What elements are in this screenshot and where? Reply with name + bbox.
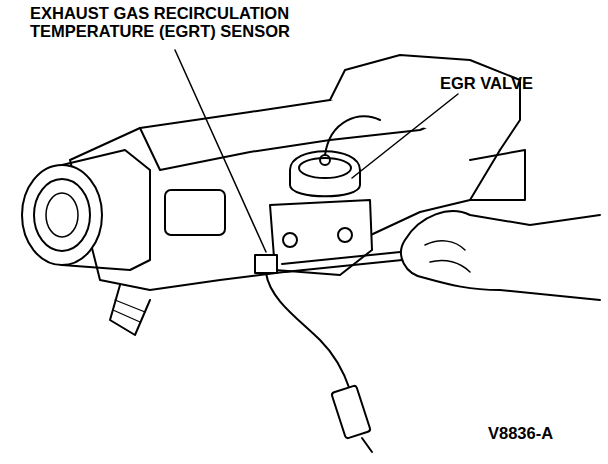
leader-line [352, 94, 458, 178]
leader-line [175, 50, 266, 252]
vacuum-hose [325, 116, 380, 155]
egr-valve-dome [290, 151, 360, 196]
tps-sensor [165, 190, 225, 235]
throttle-body-bore [22, 165, 102, 265]
mount-bracket [470, 150, 525, 200]
connector-tail [362, 438, 372, 452]
iac-ribs [113, 300, 145, 322]
part-label: EGR VALVE [440, 74, 533, 92]
egr-vacuum-port [320, 155, 330, 165]
manifold-top [330, 55, 520, 150]
finger-lines [425, 241, 470, 272]
sensor-wire [266, 273, 350, 390]
throttle-housing [62, 150, 150, 270]
egr-valve-cap [299, 158, 351, 178]
egrt-sensor-body [255, 255, 277, 273]
throttle-plate [46, 193, 78, 237]
iac-valve [110, 285, 150, 335]
hand-outline [401, 211, 600, 300]
egr-bolt [283, 233, 297, 247]
throttle-body-inner [34, 179, 90, 251]
wire-connector [331, 385, 371, 439]
part-label: EXHAUST GAS RECIRCULATION TEMPERATURE (E… [30, 4, 350, 41]
egr-bolt [338, 228, 352, 242]
figure-number: V8836-A [488, 424, 553, 442]
